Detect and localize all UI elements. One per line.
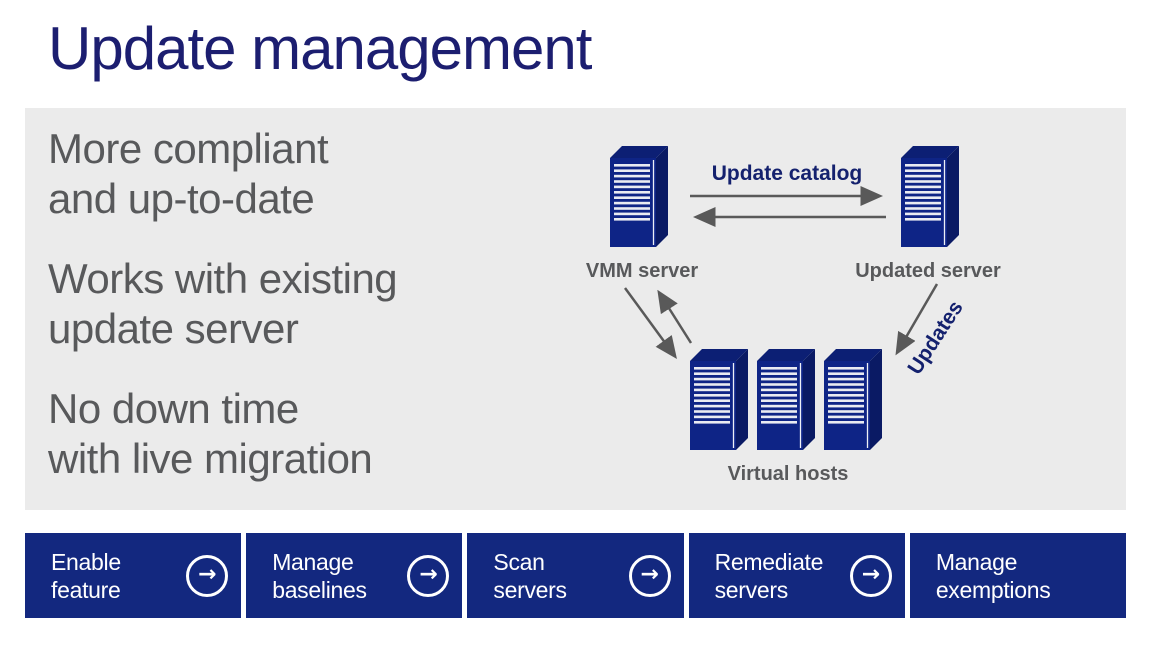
step-label: Remediate servers [714,548,824,603]
step-label: Manage exemptions [935,548,1051,603]
bullet-more-compliant: More compliant and up-to-date [48,125,329,222]
update-catalog-label: Update catalog [712,162,863,185]
hosts-to-vmm-arrow [657,289,693,344]
virtual-hosts-label: Virtual hosts [728,463,849,485]
arrow-right-circle-icon: → [628,554,671,597]
bullet-works-with-existing: Works with existing update server [48,255,398,352]
update-flow-diagram: Update catalog VMM server Updated server… [586,145,1001,485]
server-tower-icon [823,348,883,451]
process-steps: Enable feature → Manage baselines → Scan… [25,533,1127,618]
updates-label: Updates [903,297,967,379]
step-label: Enable feature [51,548,121,603]
step-scan-servers: Scan servers → [467,533,684,618]
step-label: Scan servers [493,548,567,603]
step-remediate-servers: Remediate servers → [688,533,905,618]
server-tower-icon [689,348,749,451]
vmm-to-hosts-arrow [623,287,677,360]
content-panel: More compliant and up-to-date Works with… [25,108,1126,510]
server-tower-icon [900,145,960,248]
updates-to-hosts-arrow [895,283,939,356]
server-tower-icon [609,145,669,248]
step-label: Manage baselines [272,548,367,603]
bullet-no-down-time: No down time with live migration [48,385,373,482]
vmm-server-label: VMM server [586,260,698,282]
step-enable-feature: Enable feature → [25,533,242,618]
arrow-right-circle-icon: → [407,554,450,597]
slide-title: Update management [48,15,592,82]
step-manage-baselines: Manage baselines → [246,533,463,618]
updated-server-label: Updated server [855,260,1001,282]
arrow-right-circle-icon: → [849,554,892,597]
server-tower-icon [756,348,816,451]
arrow-right-circle-icon: → [186,554,229,597]
step-manage-exemptions: Manage exemptions [909,533,1127,618]
